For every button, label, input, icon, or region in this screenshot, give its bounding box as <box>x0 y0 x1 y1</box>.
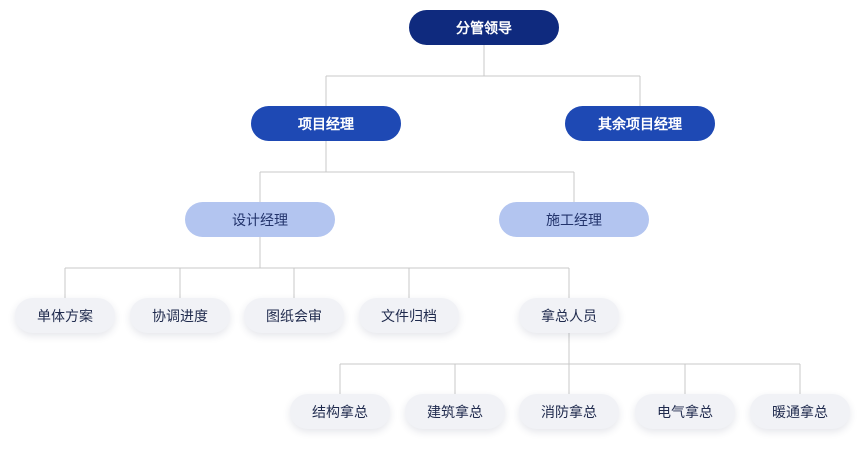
architecture-chief-label: 建筑拿总 <box>427 404 483 421</box>
schedule-node: 协调进度 <box>130 298 230 333</box>
construction-manager-node: 施工经理 <box>499 202 649 237</box>
hvac-chief-node: 暖通拿总 <box>750 394 850 429</box>
other-project-managers-node: 其余项目经理 <box>565 106 715 141</box>
scheme-node: 单体方案 <box>15 298 115 333</box>
fire-chief-node: 消防拿总 <box>519 394 619 429</box>
drawing-review-node: 图纸会审 <box>244 298 344 333</box>
structure-chief-label: 结构拿总 <box>312 404 368 421</box>
drawing-review-label: 图纸会审 <box>266 308 322 325</box>
scheme-label: 单体方案 <box>37 308 93 325</box>
electrical-chief-label: 电气拿总 <box>657 404 713 421</box>
root-node: 分管领导 <box>409 10 559 45</box>
structure-chief-node: 结构拿总 <box>290 394 390 429</box>
other-project-managers-label: 其余项目经理 <box>598 116 682 133</box>
fire-chief-label: 消防拿总 <box>541 404 597 421</box>
architecture-chief-node: 建筑拿总 <box>405 394 505 429</box>
design-manager-node: 设计经理 <box>185 202 335 237</box>
project-manager-label: 项目经理 <box>298 116 354 133</box>
archive-label: 文件归档 <box>381 308 437 325</box>
root-label: 分管领导 <box>456 20 512 37</box>
chief-staff-node: 拿总人员 <box>519 298 619 333</box>
project-manager-node: 项目经理 <box>251 106 401 141</box>
archive-node: 文件归档 <box>359 298 459 333</box>
chief-staff-label: 拿总人员 <box>541 308 597 325</box>
construction-manager-label: 施工经理 <box>546 212 602 229</box>
hvac-chief-label: 暖通拿总 <box>772 404 828 421</box>
schedule-label: 协调进度 <box>152 308 208 325</box>
design-manager-label: 设计经理 <box>232 212 288 229</box>
electrical-chief-node: 电气拿总 <box>635 394 735 429</box>
